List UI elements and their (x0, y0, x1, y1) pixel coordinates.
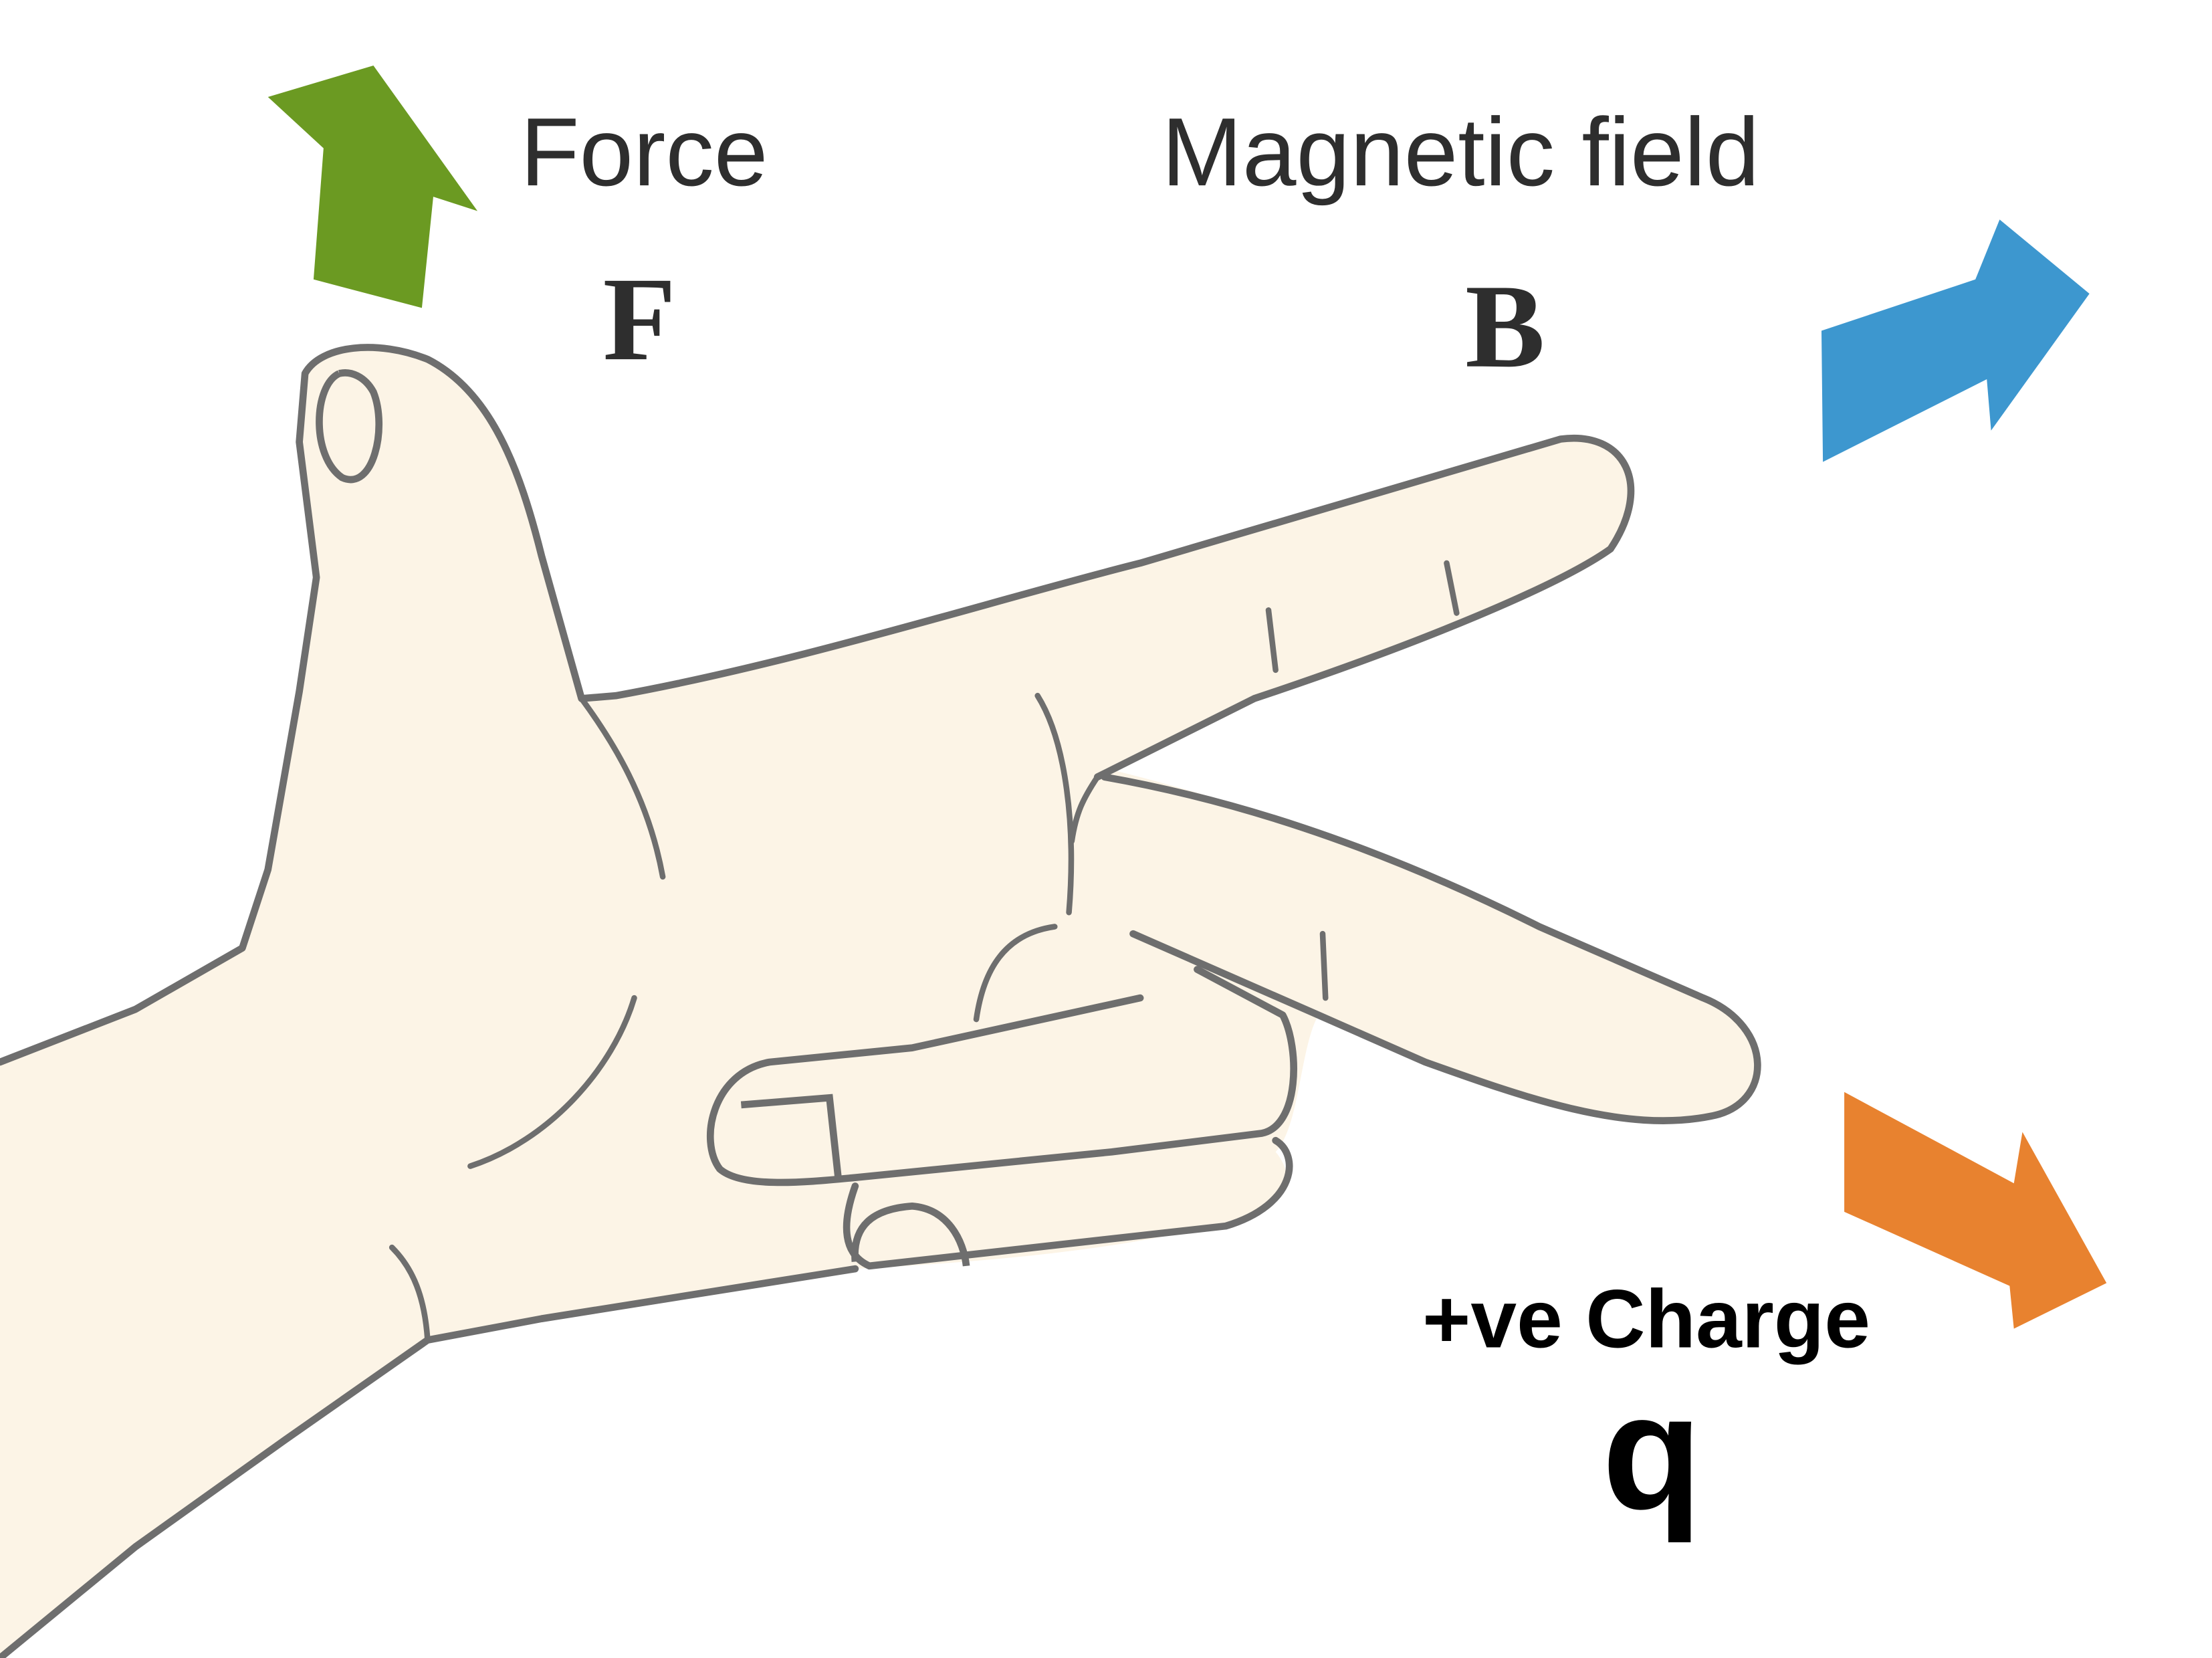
force-arrow (267, 66, 478, 308)
charge-velocity-arrow (1844, 1092, 2107, 1329)
ring-finger-nail (740, 1094, 842, 1177)
little-finger-knuckle (851, 1202, 970, 1267)
ring-finger-outline (707, 966, 1297, 1186)
charge-label: +ve Charge (1422, 1273, 1870, 1365)
hand-skin (0, 347, 1758, 1658)
force-symbol: F (603, 252, 676, 385)
thumb-nail (316, 369, 383, 484)
magnetic-field-symbol: B (1465, 260, 1545, 393)
hand-illustration (0, 344, 1761, 1658)
charge-symbol: q (1602, 1360, 1702, 1543)
hand-creases (389, 560, 1460, 1343)
middle-finger-outline (1101, 773, 1761, 1124)
magnetic-field-label: Magnetic field (1162, 98, 1759, 206)
hand-outline-lower (0, 1265, 859, 1658)
magnetic-field-arrow (1821, 219, 2090, 462)
little-finger-outline (843, 1136, 1293, 1270)
force-label: Force (520, 98, 768, 206)
hand-outline-upper (0, 344, 1635, 1066)
